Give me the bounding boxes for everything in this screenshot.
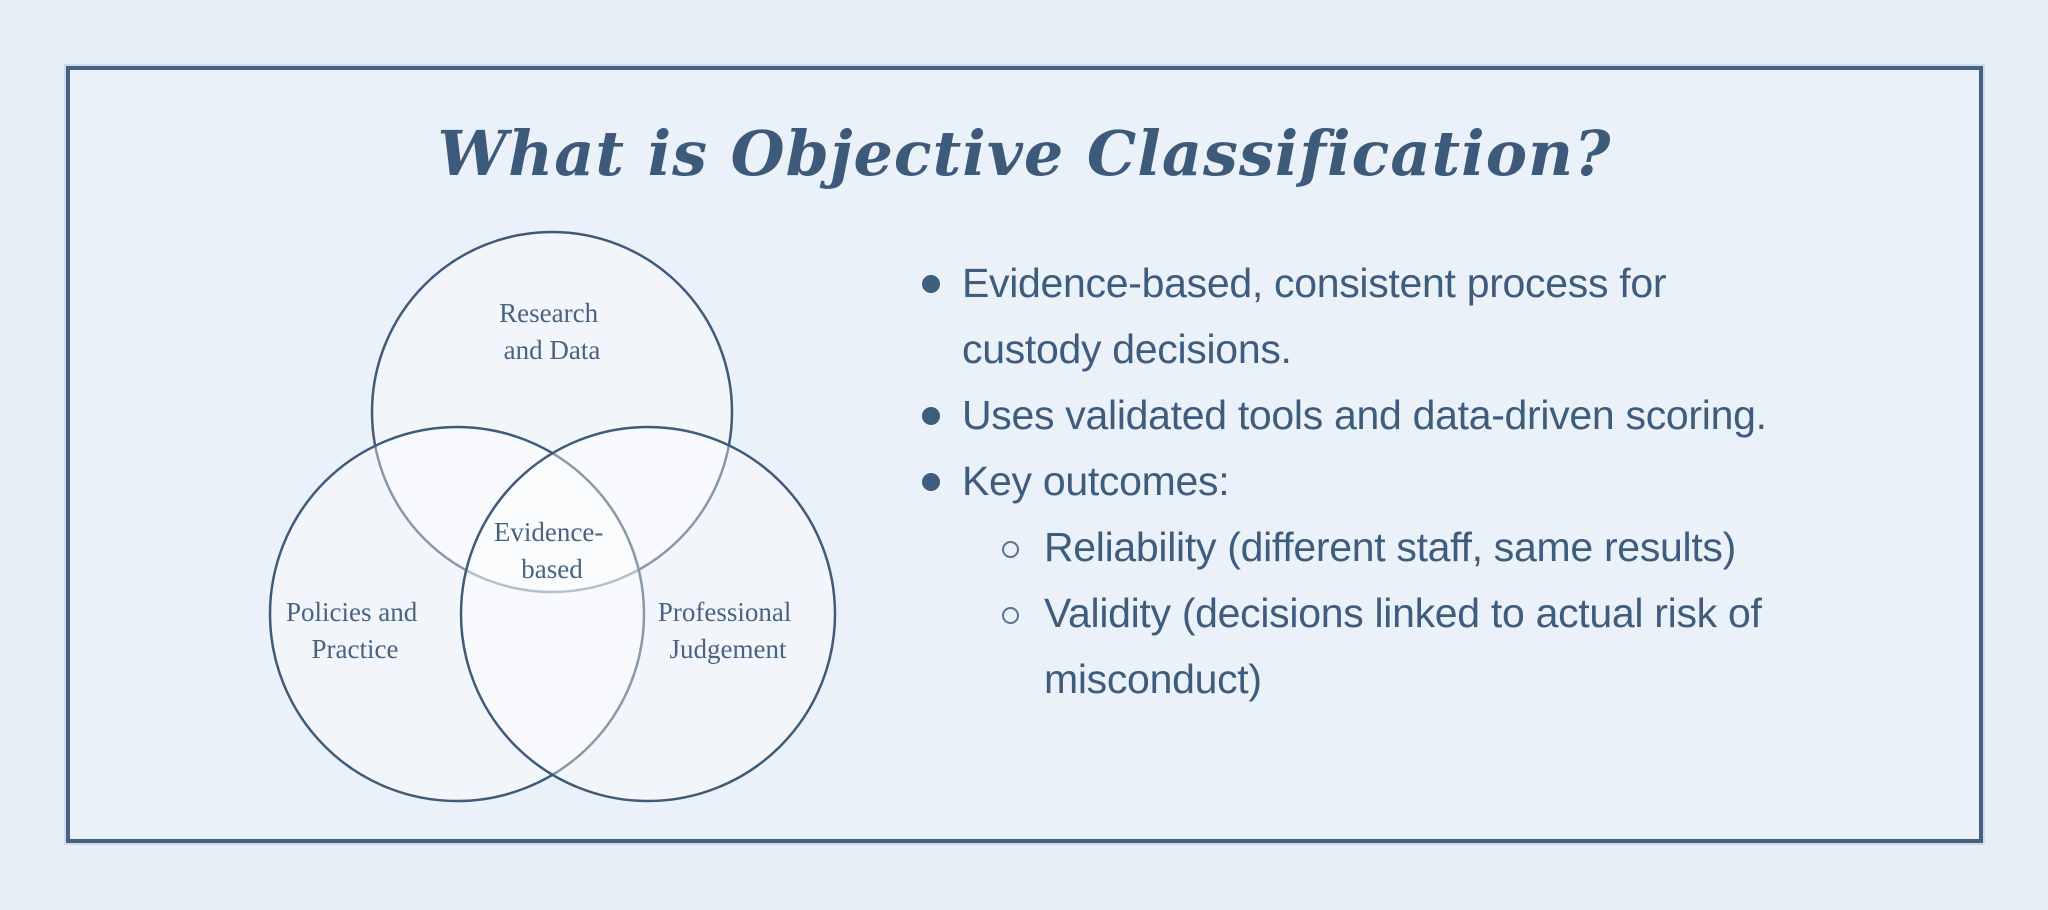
list-item-text: misconduct) (1044, 656, 1262, 702)
venn-circle-research (370, 230, 734, 594)
venn-label-judgement: Professional Judgement (658, 597, 798, 664)
sub-list-item-continuation: misconduct) (922, 646, 1932, 712)
venn-diagram: Research and Data Evidence- based Polici… (244, 214, 864, 834)
list-item: Key outcomes: (922, 448, 1932, 514)
venn-label-policies: Policies and Practice (286, 597, 424, 664)
bullet-list: Evidence-based, consistent process for c… (922, 250, 1932, 712)
list-item-continuation: custody decisions. (922, 316, 1932, 382)
list-item: Evidence-based, consistent process for (922, 250, 1932, 316)
list-item-text: custody decisions. (962, 326, 1292, 372)
list-item-text: Evidence-based, consistent process for (962, 260, 1667, 306)
list-item-text: Uses validated tools and data-driven sco… (962, 392, 1767, 438)
list-item: Uses validated tools and data-driven sco… (922, 382, 1932, 448)
venn-label-center: Evidence- based (494, 517, 610, 584)
bullet-ring-icon (1002, 541, 1019, 558)
list-item-text: Key outcomes: (962, 458, 1230, 504)
slide-card: What is Objective Classification? Resear… (66, 66, 1983, 843)
page-title: What is Objective Classification? (437, 117, 1612, 190)
list-item-text: Reliability (different staff, same resul… (1044, 524, 1736, 570)
venn-circle-judgement (459, 425, 837, 803)
bullet-dot-icon (922, 407, 940, 425)
list-item-text: Validity (decisions linked to actual ris… (1044, 590, 1762, 636)
venn-circle-policies (268, 425, 646, 803)
bullet-dot-icon (922, 275, 940, 293)
bullet-dot-icon (922, 473, 940, 491)
venn-label-research: Research and Data (499, 298, 605, 365)
sub-list-item: Validity (decisions linked to actual ris… (922, 580, 1932, 646)
bullet-ring-icon (1002, 607, 1019, 624)
sub-list-item: Reliability (different staff, same resul… (922, 514, 1932, 580)
